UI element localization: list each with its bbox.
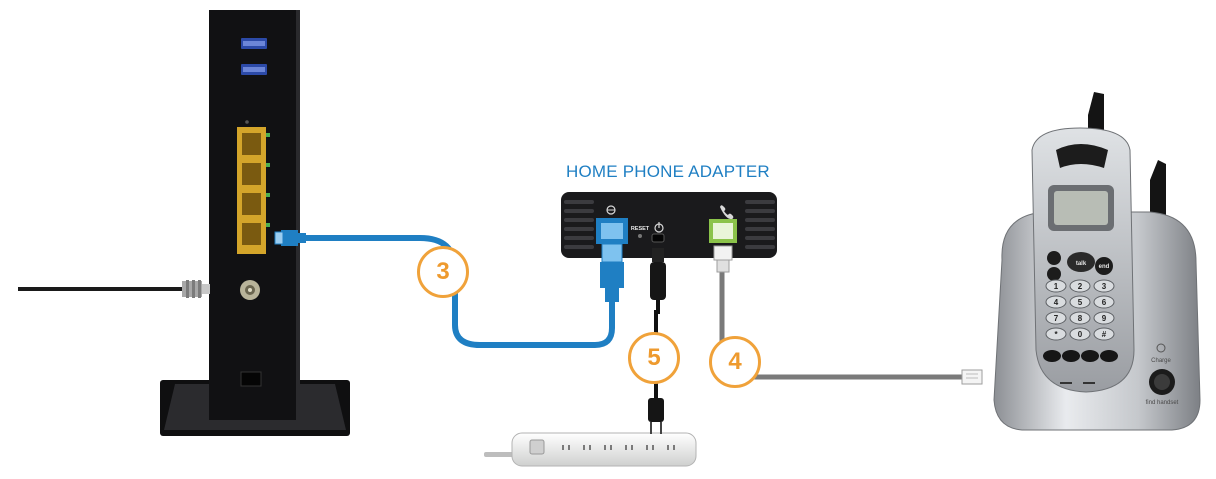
keypad-key-label: 0 [1078, 330, 1083, 339]
keypad-key-label: 8 [1078, 314, 1083, 323]
ethernet-cable [300, 235, 615, 348]
ethernet-plug-icon [274, 230, 306, 246]
modem-icon [160, 10, 350, 436]
keypad-key-label: 7 [1054, 314, 1059, 323]
keypad-key [1093, 279, 1115, 293]
adapter-ethernet-plug-icon [600, 243, 624, 302]
keypad-key [1093, 311, 1115, 325]
power-strip-icon [484, 432, 697, 467]
globe-icon [606, 205, 616, 215]
keypad-key [1069, 295, 1091, 309]
step-5-badge: 5 [628, 332, 680, 384]
coax-cable-icon [182, 280, 210, 298]
adapter-title: HOME PHONE ADAPTER [566, 162, 770, 181]
keypad-key [1045, 295, 1067, 309]
step-3-badge: 3 [417, 246, 469, 298]
keypad-key [1069, 311, 1091, 325]
power-plug-icon [650, 248, 666, 300]
keypad-key [1069, 327, 1091, 341]
phone-plug-icon [713, 245, 733, 273]
wall-plug-icon [648, 398, 664, 434]
reset-label: RESET [631, 226, 650, 232]
keypad-key [1045, 311, 1067, 325]
keypad-key [1069, 279, 1091, 293]
keypad-key-label: 5 [1078, 298, 1083, 307]
keypad-key [1045, 279, 1067, 293]
phone-cord-plug-icon [961, 369, 983, 385]
charge-label: Charge [1151, 358, 1171, 364]
keypad-key-label: 1 [1054, 282, 1059, 291]
keypad-key [1093, 295, 1115, 309]
keypad: 1 2 3 4 5 6 7 8 9 * 0 # [1045, 279, 1115, 341]
keypad-key-label: 6 [1102, 298, 1107, 307]
keypad-key [1045, 327, 1067, 341]
home-phone-adapter-icon [561, 192, 777, 258]
step-4-badge: 4 [709, 336, 761, 388]
phone-icon [720, 205, 734, 220]
keypad-key [1093, 327, 1115, 341]
find-handset-label: find handset [1146, 400, 1179, 406]
keypad-key-label: * [1054, 330, 1058, 339]
keypad-key-label: 2 [1078, 282, 1083, 291]
keypad-key-label: 9 [1102, 314, 1107, 323]
cordless-phone-icon: 1 2 3 4 5 6 7 8 9 * 0 # [993, 92, 1201, 431]
keypad-key-label: # [1102, 330, 1107, 339]
keypad-key-label: 4 [1054, 298, 1059, 307]
keypad-key-label: 3 [1102, 282, 1107, 291]
end-label: end [1099, 264, 1110, 270]
power-icon [654, 222, 664, 233]
talk-label: talk [1076, 261, 1087, 267]
